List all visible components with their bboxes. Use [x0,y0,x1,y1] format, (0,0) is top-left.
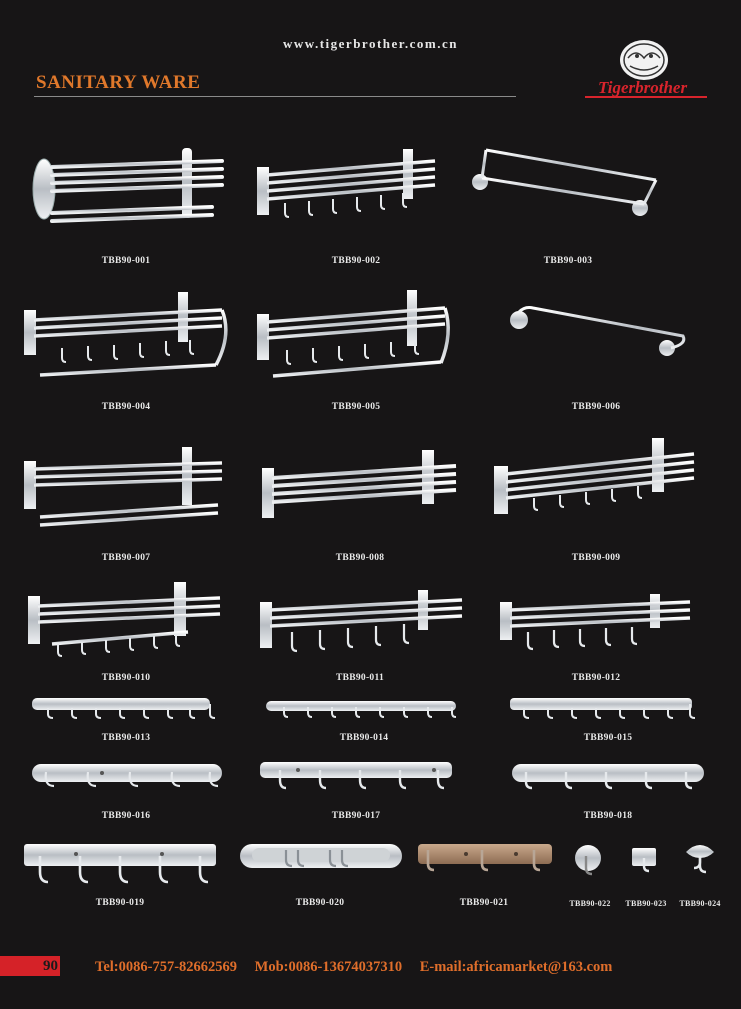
product-code: TBB90-012 [571,673,621,683]
product-image-tbb90-019 [24,844,216,884]
product-code: TBB90-013 [101,733,151,743]
product-image-tbb90-023 [632,848,656,873]
page-number-box [0,956,60,976]
product-image-tbb90-013 [32,698,216,719]
product-image-tbb90-012 [500,594,691,651]
product-code: TBB90-011 [335,673,385,683]
product-code: TBB90-020 [295,898,345,908]
product-code: TBB90-004 [101,402,151,412]
product-image-tbb90-008 [262,450,457,518]
title-divider [34,96,516,97]
product-image-tbb90-021 [418,844,552,872]
section-title: SANITARY WARE [36,72,201,93]
product-image-tbb90-007 [24,447,223,527]
product-image-tbb90-015 [510,698,696,719]
product-code: TBB90-022 [569,899,611,908]
product-code: TBB90-018 [583,811,633,821]
product-code: TBB90-005 [331,402,381,412]
product-code: TBB90-006 [571,402,621,412]
page-number: 90 [43,958,58,974]
product-image-tbb90-004 [24,292,228,377]
product-image-tbb90-018 [512,764,704,790]
product-image-tbb90-020 [240,844,402,868]
product-code: TBB90-021 [459,898,509,908]
product-image-tbb90-010 [28,582,221,657]
product-code: TBB90-015 [583,733,633,743]
tigerbrother-logo [620,40,668,80]
product-image-tbb90-006 [510,306,686,356]
product-image-tbb90-001 [32,148,224,223]
product-code: TBB90-009 [571,553,621,563]
product-image-tbb90-011 [260,590,463,653]
product-image-tbb90-017 [260,762,452,790]
product-code: TBB90-014 [339,733,389,743]
product-code: TBB90-002 [331,256,381,266]
product-image-tbb90-002 [257,149,436,218]
product-code: TBB90-019 [95,898,145,908]
brand-wordmark: Tigerbrother [598,78,688,97]
product-code: TBB90-016 [101,811,151,821]
product-code: TBB90-003 [543,256,593,266]
product-image-tbb90-009 [494,438,695,514]
email: E-mail:africamarket@163.com [419,959,613,975]
product-code: TBB90-007 [101,553,151,563]
product-image-tbb90-003 [472,148,658,216]
mobile: Mob:0086-13674037310 [254,959,403,975]
product-code: TBB90-017 [331,811,381,821]
product-code: TBB90-001 [101,256,151,266]
product-code: TBB90-010 [101,673,151,683]
product-image-tbb90-024 [686,845,714,874]
product-code: TBB90-023 [625,899,667,908]
product-image-tbb90-014 [266,701,457,718]
product-code: TBB90-024 [679,899,721,908]
product-image-tbb90-022 [575,845,601,876]
brand-swoosh [585,96,707,98]
website-url: www.tigerbrother.com.cn [283,36,458,51]
product-image-tbb90-005 [257,290,450,378]
contact-line: Tel:0086-757-82662569 Mob:0086-136740373… [95,957,626,977]
product-image-tbb90-016 [32,764,222,788]
telephone: Tel:0086-757-82662569 [95,959,238,975]
product-code: TBB90-008 [335,553,385,563]
